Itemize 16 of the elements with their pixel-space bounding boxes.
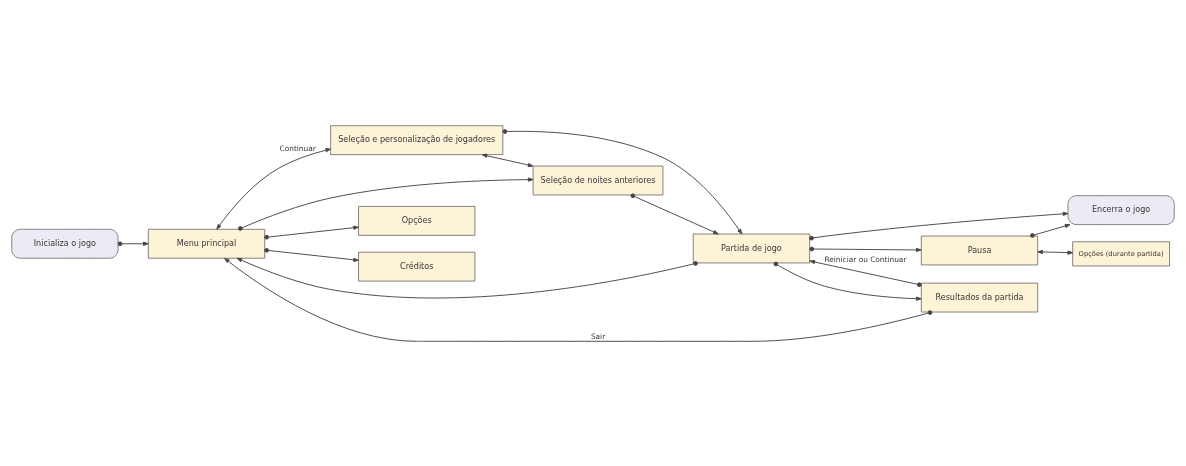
arrow: [264, 225, 359, 240]
arrow: [216, 147, 331, 230]
arrow: [809, 246, 922, 252]
arrow: [1030, 223, 1071, 238]
arrow: [224, 257, 933, 342]
arrow: [238, 177, 534, 231]
arrow: [236, 257, 698, 298]
arrow: [809, 211, 1069, 240]
arrow: [630, 192, 719, 234]
arrow: [502, 128, 743, 234]
arrow: [773, 261, 922, 301]
arrow: [481, 153, 534, 167]
arrow: [117, 240, 149, 246]
arrow: [809, 259, 922, 287]
arrow: [1037, 249, 1074, 255]
arrow: [264, 247, 359, 262]
